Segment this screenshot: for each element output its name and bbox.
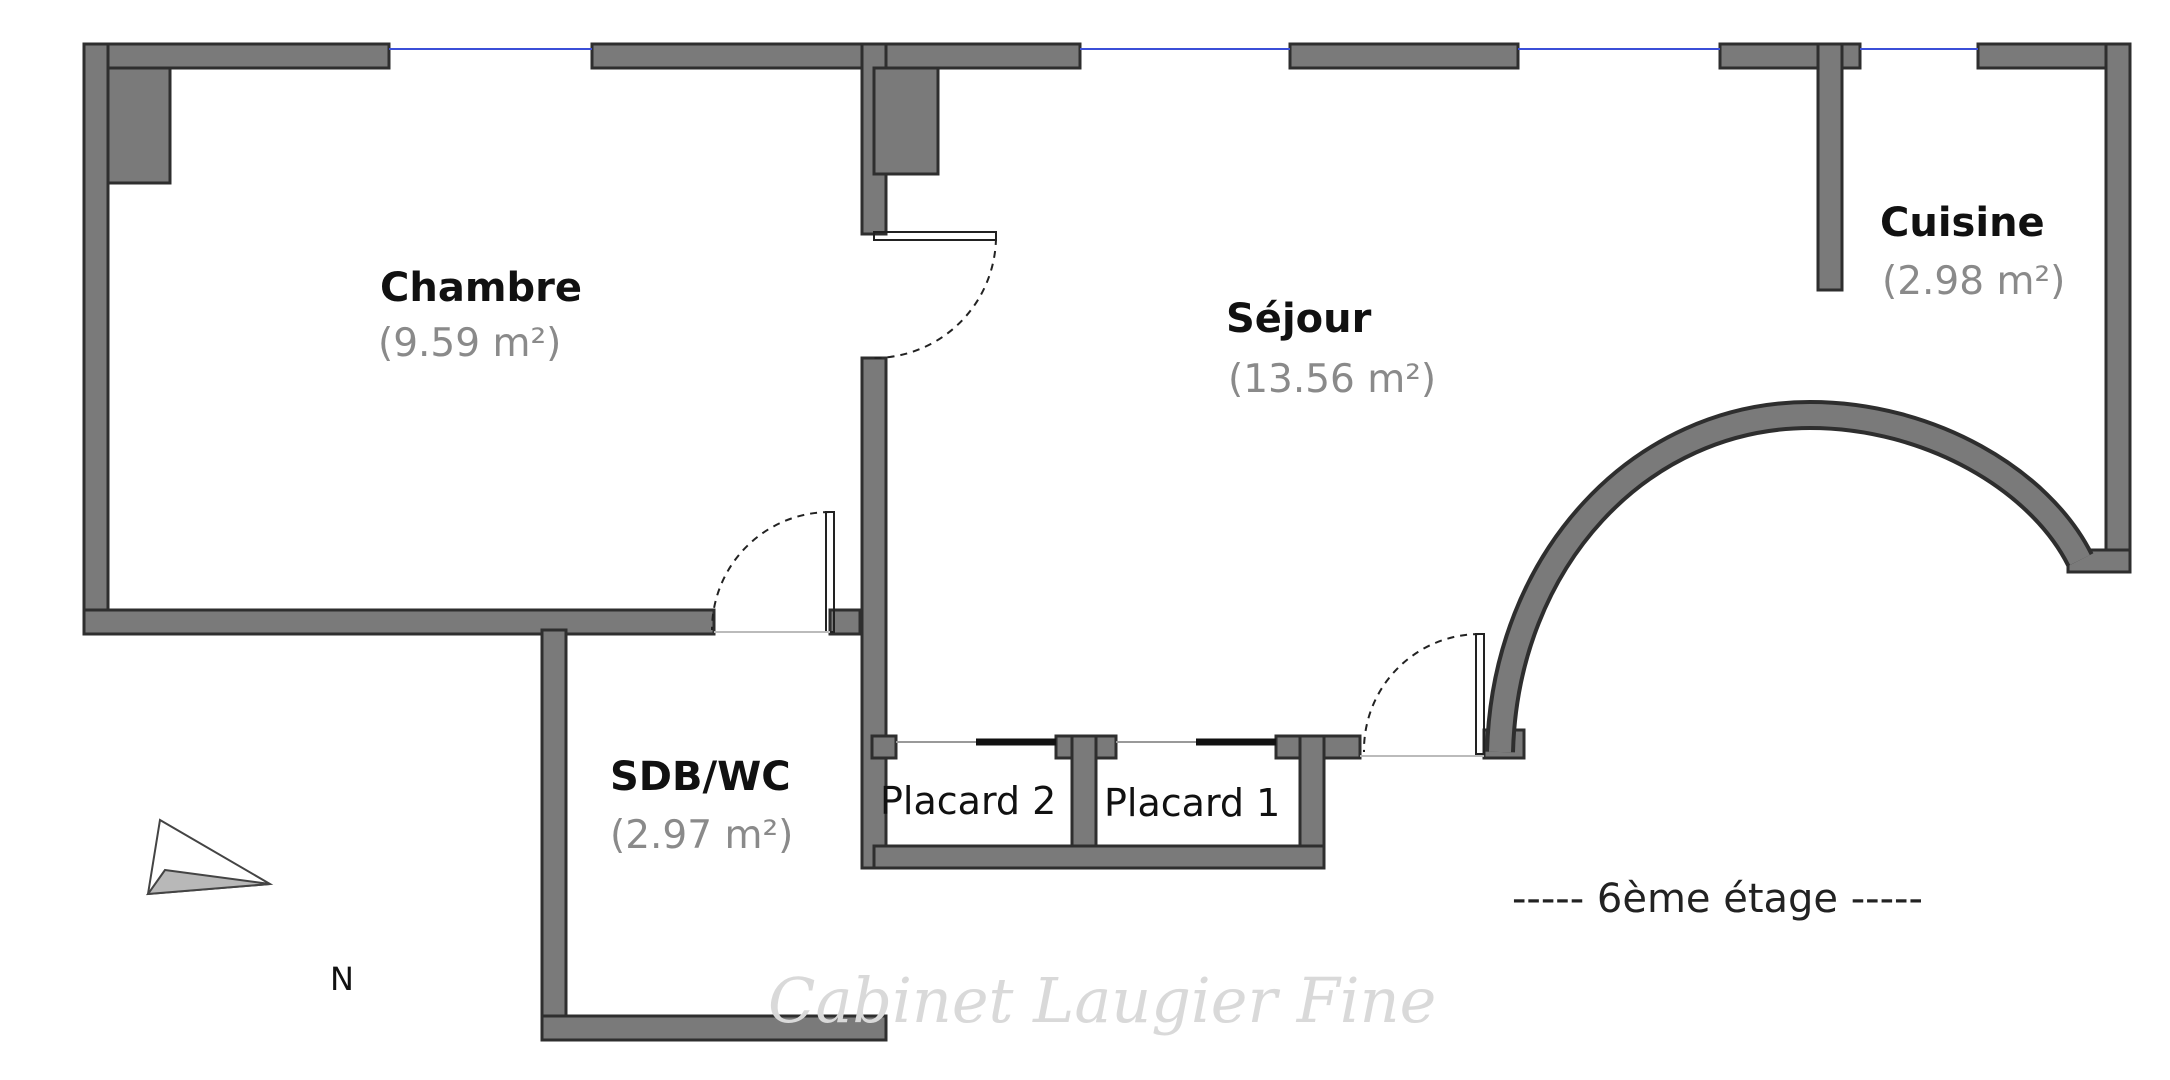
- placard-bottom-wall: [872, 844, 1326, 870]
- placard2-label: Placard 2: [880, 779, 1056, 823]
- chambre-bottom-wall: [82, 608, 716, 636]
- door-chambre-swing: [873, 237, 997, 359]
- placard-top-wall-left: [870, 734, 898, 760]
- door-entry-swing: [1362, 633, 1481, 753]
- sdb-bottom-wall: [540, 1014, 888, 1042]
- left-outer-wall: [82, 42, 110, 636]
- room-name-chambre: Chambre: [380, 265, 582, 311]
- top-wall-3: [1288, 42, 1520, 70]
- door-sdb-swing: [711, 511, 831, 631]
- doors: [711, 231, 1485, 757]
- curved-wall-fill: [1489, 403, 2090, 753]
- placard1-label: Placard 1: [1104, 781, 1280, 825]
- kitchen-partition: [1816, 42, 1844, 292]
- top-wall-1: [82, 42, 391, 70]
- room-area-sejour: (13.56 m²): [1228, 357, 1436, 402]
- north-arrow: [145, 818, 274, 896]
- placard-divider: [1070, 734, 1098, 868]
- chimney-middle: [872, 66, 940, 176]
- door-chambre-leaf: [873, 231, 997, 241]
- room-area-sdb: (2.97 m²): [610, 813, 793, 858]
- sdb-left-wall: [540, 628, 568, 1042]
- chimney-left: [106, 66, 172, 185]
- room-name-cuisine: Cuisine: [1880, 200, 2045, 246]
- walls: [82, 42, 2132, 1042]
- room-name-sejour: Séjour: [1226, 296, 1372, 342]
- watermark: Cabinet Laugier Fine: [768, 964, 1436, 1037]
- top-wall-2: [590, 42, 1082, 70]
- right-outer-wall: [2104, 42, 2132, 574]
- room-area-cuisine: (2.98 m²): [1882, 259, 2065, 304]
- floor-label: ----- 6ème étage -----: [1512, 876, 1923, 922]
- north-label: N: [330, 960, 354, 998]
- north-arrow-shade: [145, 868, 271, 896]
- room-area-chambre: (9.59 m²): [378, 321, 561, 366]
- room-name-sdb: SDB/WC: [610, 754, 791, 800]
